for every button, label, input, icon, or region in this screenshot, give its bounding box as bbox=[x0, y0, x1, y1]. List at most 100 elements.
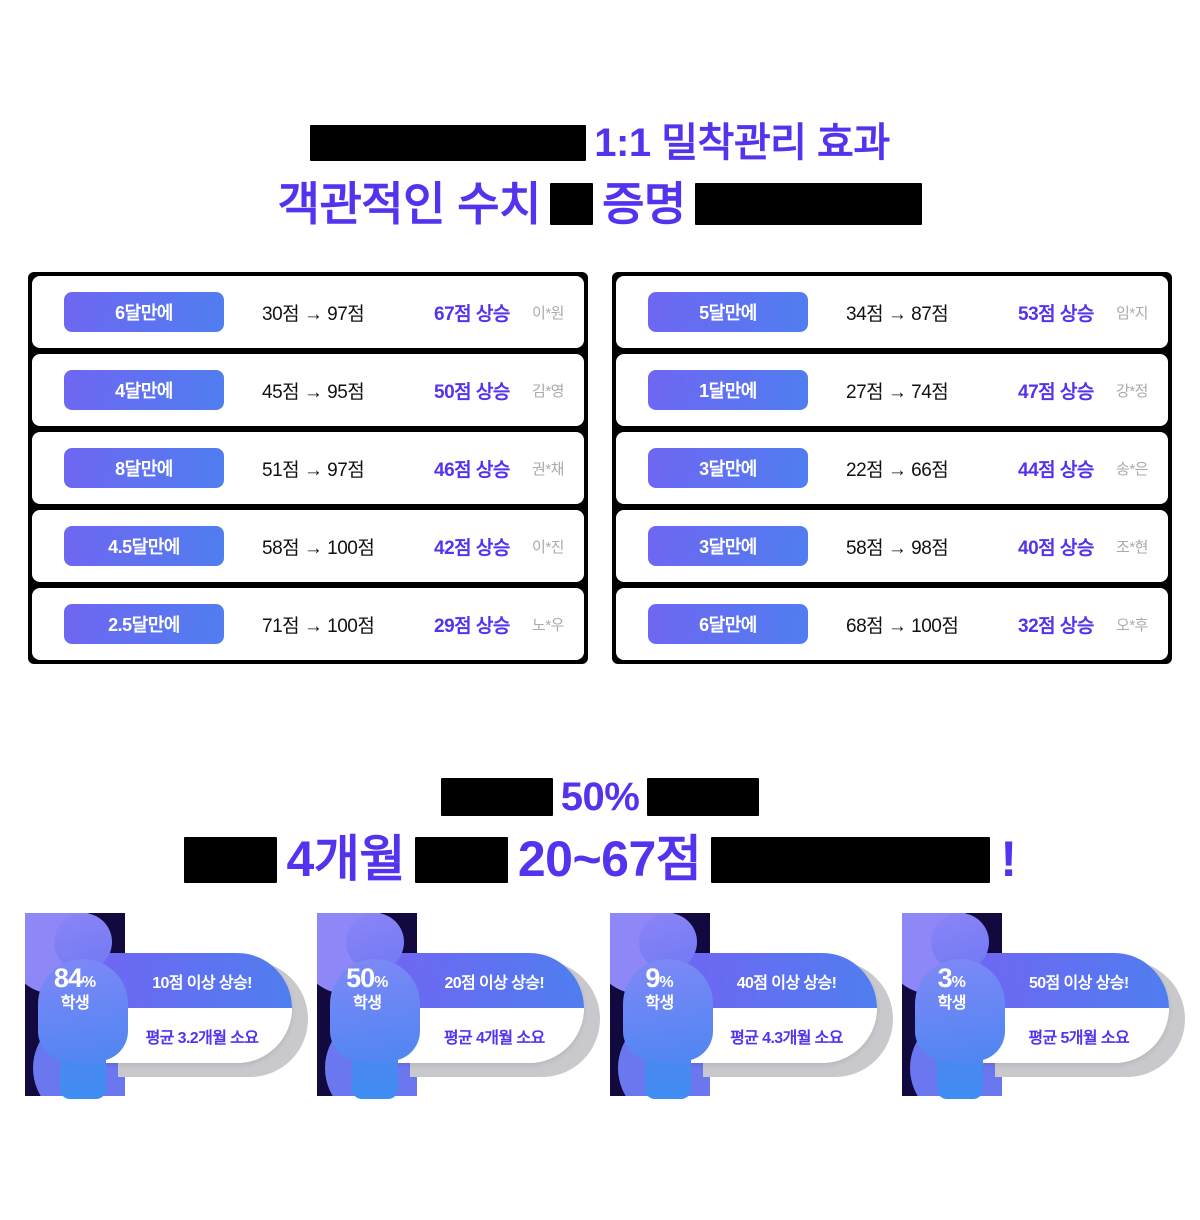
stat-pill: 40점 이상 상승! 평균 4.3개월 소요 bbox=[680, 953, 877, 1063]
person-body-icon bbox=[330, 959, 421, 1061]
stat-percent-sub: 학생 bbox=[60, 995, 90, 1013]
student-name: 오*후 bbox=[1116, 616, 1148, 634]
stat-card: 20점 이상 상승! 평균 4개월 소요 50% 학생 bbox=[314, 905, 601, 1100]
stat-cards-section: 10점 이상 상승! 평균 3.2개월 소요 84% 학생 20점 이상 상승!… bbox=[22, 905, 1185, 1100]
stat-percent-sign: % bbox=[951, 974, 966, 991]
student-name: 김*영 bbox=[532, 382, 564, 400]
score-gain: 29점 상승 bbox=[434, 615, 510, 637]
headline-primary: ゆ디엔 학생들의 1:1 밀착관리 효과 객관적인 수치 로 증명 되었습니다. bbox=[0, 118, 1200, 231]
stat-percent-sign: % bbox=[374, 974, 389, 991]
score-change: 27점 → 74점 bbox=[846, 381, 949, 403]
stat-percent-label: 9% 학생 bbox=[607, 963, 713, 1013]
headline-secondary-line-2: 평균 4개월 만에 20~67점 상승했습니다 ! bbox=[0, 827, 1200, 889]
stat-percent-value: 50 bbox=[346, 963, 375, 993]
score-gain: 50점 상승 bbox=[434, 381, 510, 403]
redacted-text: 되었습니다. bbox=[694, 182, 923, 225]
period-badge: 6달만에 bbox=[648, 604, 808, 644]
stat-pill-title: 20점 이상 상승! bbox=[388, 953, 585, 1008]
person-body-icon bbox=[914, 959, 1005, 1061]
period-badge: 4.5달만에 bbox=[64, 526, 224, 566]
stat-card: 10점 이상 상승! 평균 3.2개월 소요 84% 학생 bbox=[22, 905, 308, 1100]
period-badge: 2.5달만에 bbox=[64, 604, 224, 644]
student-name: 조*현 bbox=[1116, 538, 1148, 556]
period-badge: 8달만에 bbox=[64, 448, 224, 488]
score-gain: 42점 상승 bbox=[434, 537, 510, 559]
stat-pill-detail: 평균 5개월 소요 bbox=[972, 1008, 1169, 1063]
period-badge: 3달만에 bbox=[648, 526, 808, 566]
result-row: 1달만에 27점 → 74점 47점 상승 강*정 bbox=[616, 354, 1168, 426]
score-gain: 32점 상승 bbox=[1018, 615, 1094, 637]
stat-percent-label: 84% 학생 bbox=[22, 963, 128, 1013]
period-badge: 1달만에 bbox=[648, 370, 808, 410]
score-gain: 67점 상승 bbox=[434, 303, 510, 325]
stat-percent-sub: 학생 bbox=[937, 995, 967, 1013]
redacted-text: 평균 bbox=[183, 836, 277, 883]
result-row: 2.5달만에 71점 → 100점 29점 상승 노*우 bbox=[32, 588, 584, 660]
redacted-text: 상승했습니다 bbox=[711, 836, 991, 883]
headline-secondary: 학생중 50% 이상이 평균 4개월 만에 20~67점 상승했습니다 ! bbox=[0, 772, 1200, 889]
student-name: 권*채 bbox=[532, 460, 564, 478]
result-row: 8달만에 51점 → 97점 46점 상승 권*채 bbox=[32, 432, 584, 504]
redacted-text: 이상이 bbox=[647, 778, 760, 817]
person-body-icon bbox=[622, 959, 713, 1061]
score-gain: 47점 상승 bbox=[1018, 381, 1094, 403]
score-gain: 44점 상승 bbox=[1018, 459, 1094, 481]
score-change: 30점 → 97점 bbox=[262, 303, 365, 325]
student-name: 임*지 bbox=[1116, 304, 1148, 322]
stat-pill-title: 10점 이상 상승! bbox=[96, 953, 292, 1008]
stat-percent-sign: % bbox=[659, 974, 674, 991]
headline-primary-line-2: 객관적인 수치 로 증명 되었습니다. bbox=[0, 173, 1200, 231]
score-change: 68점 → 100점 bbox=[846, 615, 959, 637]
stat-percent-label: 3% 학생 bbox=[899, 963, 1005, 1013]
stat-pill: 50점 이상 상승! 평균 5개월 소요 bbox=[972, 953, 1169, 1063]
result-row: 6달만에 68점 → 100점 32점 상승 오*후 bbox=[616, 588, 1168, 660]
stat-percent-sub: 학생 bbox=[645, 995, 674, 1013]
score-gain: 53점 상승 bbox=[1018, 303, 1094, 325]
student-name: 노*우 bbox=[532, 616, 564, 634]
score-gain: 46점 상승 bbox=[434, 459, 510, 481]
stat-pill-detail: 평균 4개월 소요 bbox=[388, 1008, 585, 1063]
highlight-text: 50% bbox=[560, 774, 640, 819]
stat-percent-sign: % bbox=[81, 974, 97, 991]
redacted-text: 학생중 bbox=[440, 778, 553, 817]
student-name: 이*원 bbox=[532, 304, 564, 322]
stat-percent-value: 9 bbox=[645, 963, 660, 993]
stat-card: 50점 이상 상승! 평균 5개월 소요 3% 학생 bbox=[899, 905, 1185, 1100]
stat-pill-detail: 평균 4.3개월 소요 bbox=[680, 1008, 877, 1063]
score-change: 71점 → 100점 bbox=[262, 615, 375, 637]
stat-pill: 20점 이상 상승! 평균 4개월 소요 bbox=[388, 953, 585, 1063]
score-change: 34점 → 87점 bbox=[846, 303, 949, 325]
highlight-text: 객관적인 수치 bbox=[277, 177, 542, 230]
highlight-text: ! bbox=[1000, 831, 1017, 888]
student-name: 이*진 bbox=[532, 538, 564, 556]
stat-card: 40점 이상 상승! 평균 4.3개월 소요 9% 학생 bbox=[607, 905, 893, 1100]
score-change: 51점 → 97점 bbox=[262, 459, 365, 481]
highlight-text: 증명 bbox=[602, 177, 686, 230]
student-name: 송*은 bbox=[1116, 460, 1148, 478]
stat-pill: 10점 이상 상승! 평균 3.2개월 소요 bbox=[96, 953, 292, 1063]
headline-primary-line-1: ゆ디엔 학생들의 1:1 밀착관리 효과 bbox=[0, 118, 1200, 167]
student-name: 강*정 bbox=[1116, 382, 1148, 400]
headline-secondary-line-1: 학생중 50% 이상이 bbox=[0, 772, 1200, 821]
stat-pill-detail: 평균 3.2개월 소요 bbox=[96, 1008, 292, 1063]
highlight-text: 1:1 밀착관리 효과 bbox=[594, 120, 890, 165]
redacted-text: 로 bbox=[550, 182, 593, 225]
score-change: 45점 → 95점 bbox=[262, 381, 365, 403]
highlight-text: 4개월 bbox=[286, 831, 406, 888]
person-icon bbox=[30, 911, 136, 1099]
period-badge: 3달만에 bbox=[648, 448, 808, 488]
person-icon bbox=[907, 911, 1013, 1099]
person-body-icon bbox=[38, 959, 128, 1061]
person-icon bbox=[615, 911, 721, 1099]
score-gain: 40점 상승 bbox=[1018, 537, 1094, 559]
redacted-text: 만에 bbox=[414, 836, 508, 883]
